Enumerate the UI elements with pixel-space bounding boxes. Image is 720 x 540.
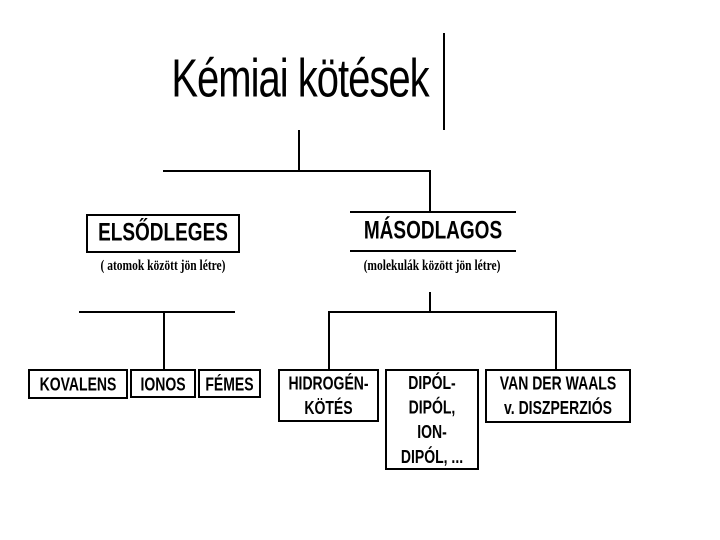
connector-secondary-stem (429, 292, 431, 312)
connector-primary-horizontal (79, 311, 235, 313)
node-dipol-line4: DIPÓL, ... (400, 445, 464, 467)
node-vanderwaals: VAN DER WAALS v. DISZPERZIÓS (485, 369, 631, 423)
node-dipol-line1: DIPÓL- (408, 371, 456, 393)
connector-drop-secondary (429, 172, 431, 213)
page-title-wrap: Kémiai kötések (150, 48, 450, 109)
node-ionos-label: IONOS (140, 373, 186, 394)
node-hidrogenkotes-line1: HIDROGÉN- (288, 372, 369, 393)
node-kovalens: KOVALENS (28, 369, 128, 399)
note-primary-text: ( atomok között jön létre) (100, 258, 226, 273)
node-kovalens-label: KOVALENS (39, 373, 117, 395)
node-elsodleges: ELSŐDLEGES (86, 214, 240, 253)
node-masodlagos-label: MÁSODLAGOS (363, 217, 503, 245)
node-vanderwaals-line2: v. DISZPERZIÓS (504, 397, 612, 419)
node-masodlagos-bottomline (350, 250, 516, 252)
note-primary: ( atomok között jön létre) (86, 257, 240, 274)
connector-title-stem (298, 130, 300, 171)
node-vanderwaals-line1: VAN DER WAALS (499, 372, 617, 394)
node-dipol-line2: DIPÓL, (408, 396, 456, 417)
node-femes-label: FÉMES (205, 373, 254, 394)
note-secondary: (molekulák között jön létre) (349, 257, 515, 274)
node-vanderwaals-label: VAN DER WAALS v. DISZPERZIÓS (500, 371, 616, 420)
node-hidrogenkotes-line2: KÖTÉS (304, 396, 353, 418)
node-masodlagos: MÁSODLAGOS (350, 213, 516, 250)
connector-top-horizontal (163, 170, 431, 172)
title-divider-bar (443, 33, 445, 130)
connector-primary-center-drop (163, 313, 165, 369)
node-hidrogenkotes: HIDROGÉN- KÖTÉS (278, 369, 379, 422)
node-masodlagos-topline (350, 211, 516, 213)
node-femes: FÉMES (198, 369, 261, 398)
connector-secondary-left-drop (328, 313, 330, 370)
node-dipol-label: DIPÓL- DIPÓL, ION- DIPÓL, ... (401, 370, 463, 469)
page-title: Kémiai kötések (171, 48, 429, 109)
connector-secondary-right-drop (555, 313, 557, 370)
node-elsodleges-label: ELSŐDLEGES (98, 219, 228, 247)
note-secondary-text: (molekulák között jön létre) (363, 258, 501, 273)
node-dipol-line3: ION- (417, 420, 447, 442)
node-ionos: IONOS (130, 369, 196, 398)
node-dipol: DIPÓL- DIPÓL, ION- DIPÓL, ... (385, 369, 479, 470)
node-hidrogenkotes-label: HIDROGÉN- KÖTÉS (288, 371, 368, 420)
connector-secondary-horizontal (328, 311, 557, 313)
